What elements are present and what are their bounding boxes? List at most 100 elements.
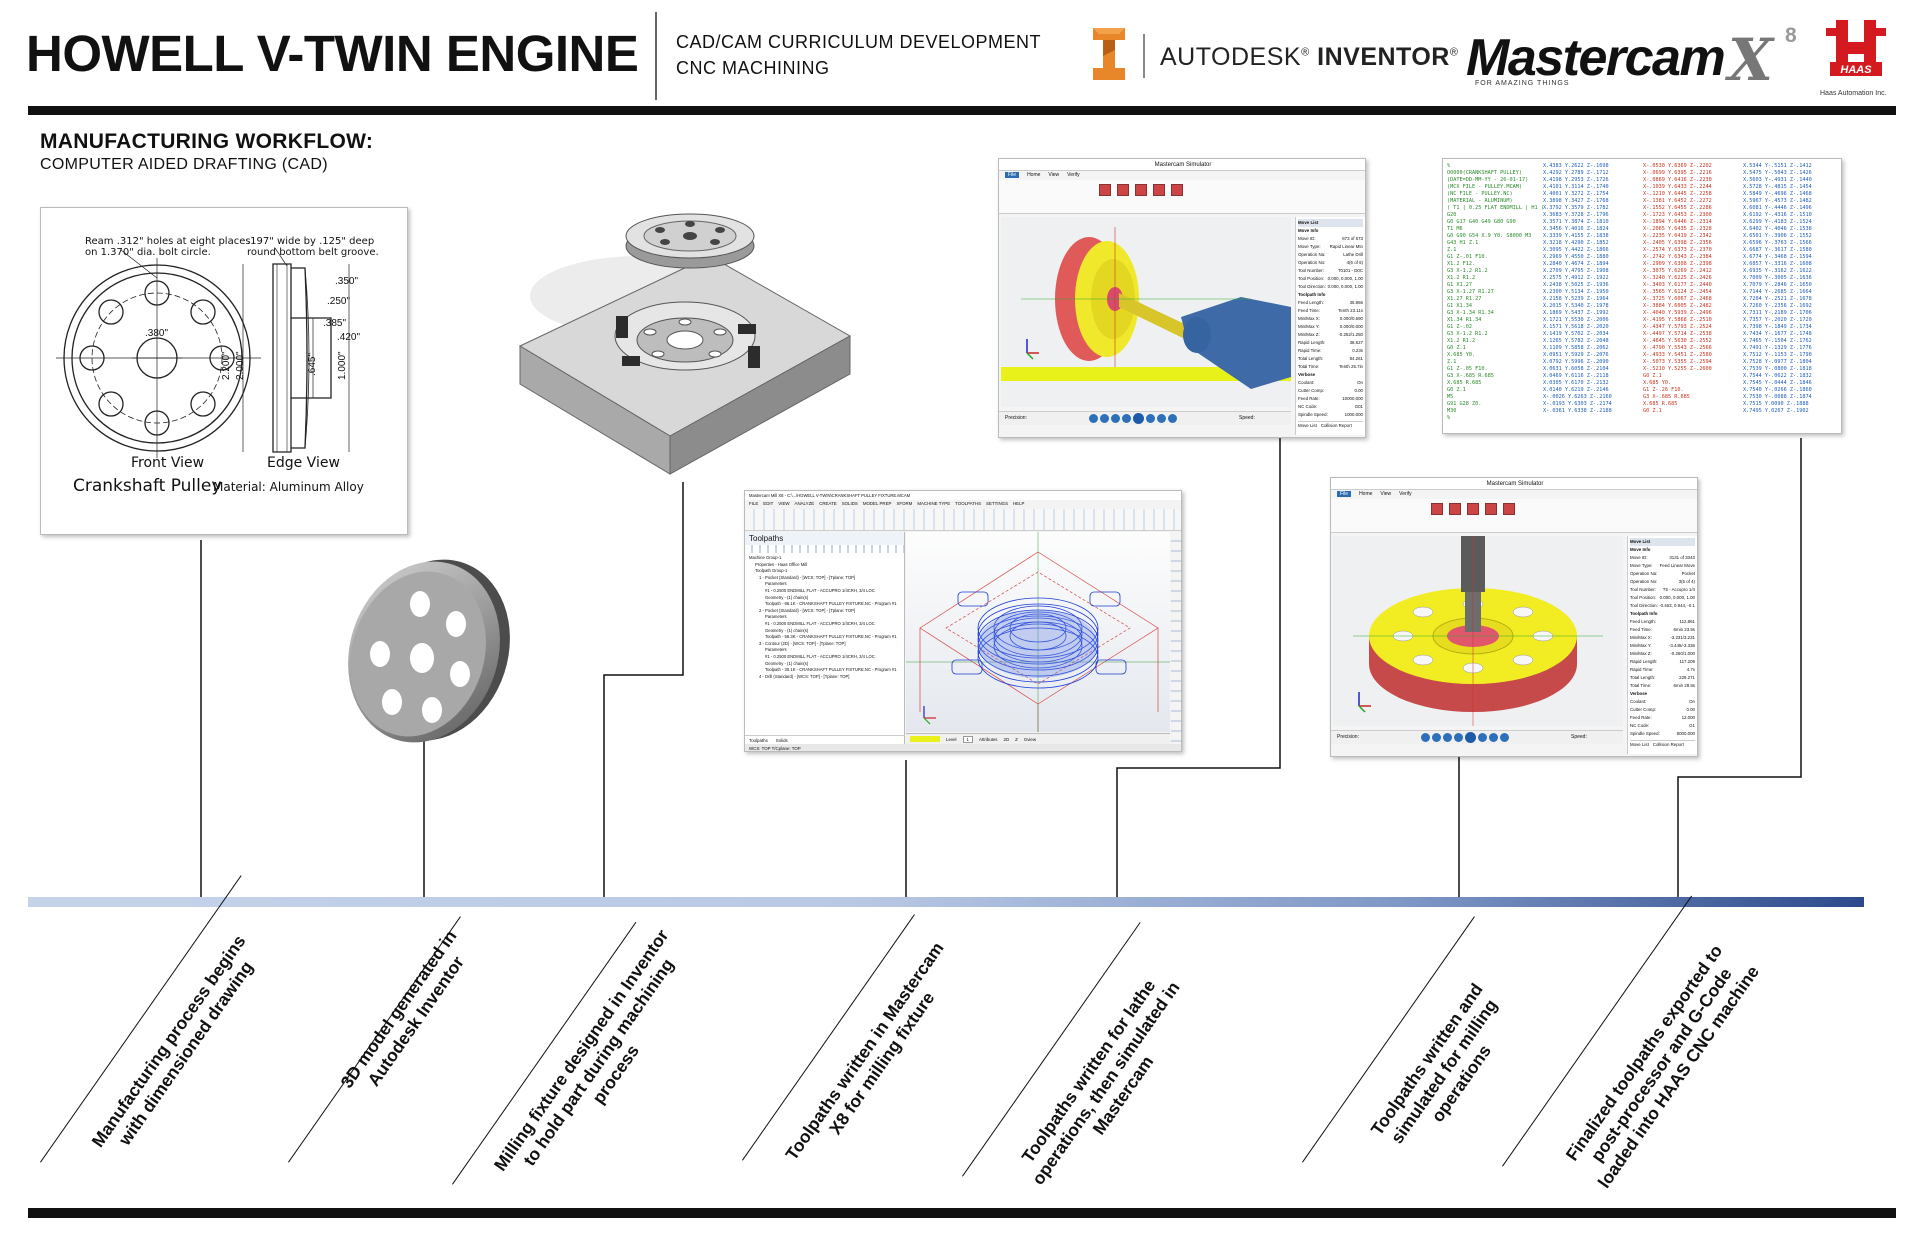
mc-menu-item[interactable]: SOLIDS	[841, 501, 858, 506]
tab-solids[interactable]: Solids	[775, 738, 788, 743]
mill-skip-back-button[interactable]	[1421, 733, 1430, 742]
lathe-toolpath-info-heading: Toolpath Info	[1298, 292, 1326, 297]
toolpath-tree-item[interactable]: 4 - Drill (Standard) - [WCS: TOP] - [Tpl…	[759, 673, 850, 679]
toolpath-tree-item[interactable]: Toolpath - 86.1K - CRANKSHAFT PULLEY FIX…	[765, 601, 897, 607]
mill-tab-file[interactable]: File	[1337, 491, 1352, 497]
mill-ribbon-btn-3[interactable]	[1467, 503, 1479, 515]
mill-step-forward-button[interactable]	[1489, 733, 1498, 742]
toolpaths-toolbar[interactable]	[745, 545, 904, 553]
mc-z-toggle[interactable]: Z	[1015, 736, 1018, 742]
mill-step-back-button[interactable]	[1432, 733, 1441, 742]
toolpath-tree-item[interactable]: 3 - Contour (2D) - [WCS: TOP] - [Tplane:…	[759, 640, 846, 646]
mc-menu-item[interactable]: MACHINE TYPE	[917, 501, 951, 506]
mc-gview-label[interactable]: Gview	[1023, 736, 1037, 742]
mill-tab-verify[interactable]: Verify	[1399, 491, 1412, 497]
lathe-tp-row: Total Time:Tenth 25.7in	[1298, 363, 1363, 371]
mill-ribbon-btn-5[interactable]	[1503, 503, 1515, 515]
dim-420: .420"	[337, 332, 361, 343]
lathe-ribbon-btn-1[interactable]	[1099, 184, 1111, 196]
mastercam-logo: Mastercam	[1466, 29, 1726, 87]
tab-file[interactable]: File	[1005, 172, 1020, 178]
lathe-ribbon-btn-3[interactable]	[1135, 184, 1147, 196]
lathe-ribbon-btn-5[interactable]	[1171, 184, 1183, 196]
toolpath-tree-item[interactable]: Toolpath - 58.3K - CRANKSHAFT PULLEY FIX…	[765, 634, 897, 640]
mill-info-row: Operation No:3(5 of 4)	[1630, 578, 1695, 586]
toolpath-tree-item[interactable]: Parameters	[765, 614, 787, 620]
tab-view[interactable]: View	[1048, 172, 1060, 178]
toolpath-tree-item[interactable]: Parameters	[765, 647, 787, 653]
mc-2d-toggle[interactable]: 2D	[1003, 736, 1010, 742]
mill-stop-button[interactable]	[1454, 733, 1463, 742]
tab-collision-report[interactable]: Collision Report	[1320, 423, 1352, 428]
mill-ribbon-btn-4[interactable]	[1485, 503, 1497, 515]
mc-color-swatch[interactable]	[910, 736, 940, 742]
mc-menu-item[interactable]: VIEW	[778, 501, 790, 506]
step-back-button[interactable]	[1100, 414, 1109, 423]
mc-toolbar[interactable]	[745, 509, 1181, 531]
toolpath-tree-item[interactable]: #1 - 0.2500 ENDMILL FLAT - ACCUPRO 1/4CR…	[765, 653, 875, 659]
toolpath-tree-item[interactable]: Machine Group-1	[749, 555, 782, 560]
mc-menu-item[interactable]: HELP	[1013, 501, 1025, 506]
tab-move-list[interactable]: Move List	[1298, 423, 1317, 428]
mc-menu-item[interactable]: CREATE	[819, 501, 837, 506]
mc-menu-item[interactable]: FILE	[749, 501, 759, 506]
lathe-info-key: Move ID:	[1298, 236, 1316, 241]
mc-attributes-label[interactable]: Attributes	[978, 736, 998, 742]
mill-tab-move-list[interactable]: Move List	[1630, 742, 1649, 747]
toolpath-tree-item[interactable]: Geometry - (1) chain(s)	[765, 660, 809, 666]
toolpath-tree-item[interactable]: #1 - 0.2500 ENDMILL FLAT - ACCUPRO 1/4CR…	[765, 620, 875, 626]
toolpath-tree-item[interactable]: 1 - Pocket (Standard) - [WCS: TOP] - [Tp…	[759, 574, 856, 580]
forward-button[interactable]	[1146, 414, 1155, 423]
toolpath-tree-item[interactable]: Geometry - (1) chain(s)	[765, 594, 809, 600]
mill-tp-row: Min/Max Y:-3.445/-3.336	[1630, 642, 1695, 650]
mc-menubar: FILE EDIT VIEW ANALYZE CREATE SOLIDS MODEL PRE…	[749, 501, 1025, 506]
mc-menu-item[interactable]: MODEL PREP	[862, 501, 892, 506]
mc-level-input[interactable]: 1	[962, 735, 973, 743]
toolpath-tree-item[interactable]: Geometry - (1) chain(s)	[765, 627, 809, 633]
mill-tab-home[interactable]: Home	[1359, 491, 1373, 497]
toolpath-tree-item[interactable]: #1 - 0.2500 ENDMILL FLAT - ACCUPRO 1/4CR…	[765, 587, 875, 593]
lathe-ribbon-btn-2[interactable]	[1117, 184, 1129, 196]
lathe-ribbon-btn-4[interactable]	[1153, 184, 1165, 196]
dim-350: .350"	[335, 276, 359, 287]
tab-home[interactable]: Home	[1027, 172, 1041, 178]
mc-graphics-area[interactable]	[906, 532, 1170, 732]
mill-rewind-button[interactable]	[1443, 733, 1452, 742]
mc-menu-item[interactable]: TOOLPATHS	[955, 501, 982, 506]
mc-menu-item[interactable]: ANALYZE	[794, 501, 815, 506]
play-button[interactable]	[1133, 413, 1144, 424]
tab-toolpaths[interactable]: Toolpaths	[749, 738, 768, 743]
toolpath-tree-item[interactable]: 2 - Pocket (Standard) - [WCS: TOP] - [Tp…	[759, 607, 856, 613]
mill-ribbon-btn-2[interactable]	[1449, 503, 1461, 515]
mill-tab-view[interactable]: View	[1380, 491, 1392, 497]
mill-tp-value: -3.231/3.231	[1670, 635, 1695, 640]
mill-verbose-heading: Verbose	[1630, 691, 1648, 696]
mill-ribbon-btn-1[interactable]	[1431, 503, 1443, 515]
mill-verbose-row: Feed Rate:12.000	[1630, 714, 1695, 722]
mill-skip-forward-button[interactable]	[1500, 733, 1509, 742]
skip-forward-button[interactable]	[1168, 414, 1177, 423]
toolpath-tree-item[interactable]: Toolpath - 30.1K - CRANKSHAFT PULLEY FIX…	[765, 667, 897, 673]
stop-button[interactable]	[1122, 414, 1131, 423]
step-forward-button[interactable]	[1157, 414, 1166, 423]
toolpath-tree-item[interactable]: Toolpath Group-1	[755, 568, 788, 574]
section-subtitle: COMPUTER AIDED DRAFTING (CAD)	[40, 156, 328, 173]
mc-menu-item[interactable]: EDIT	[763, 501, 774, 506]
toolpath-tree-item[interactable]: Parameters	[765, 581, 787, 587]
rewind-button[interactable]	[1111, 414, 1120, 423]
mc-menu-item[interactable]: XFORM	[896, 501, 913, 506]
toolpath-tree-item[interactable]: Properties - Haas Office Mill	[755, 561, 808, 567]
mc-right-toolbar[interactable]	[1171, 532, 1181, 744]
mill-tab-collision-report[interactable]: Collision Report	[1652, 742, 1684, 747]
mill-play-button[interactable]	[1465, 732, 1476, 743]
mill-forward-button[interactable]	[1478, 733, 1487, 742]
mc-manager-tabs: Toolpaths Solids	[745, 735, 905, 744]
header-subtitle-line2: CNC MACHINING	[676, 58, 830, 78]
lathe-verbose-value: 10000.000	[1342, 396, 1363, 401]
skip-back-button[interactable]	[1089, 414, 1098, 423]
mill-info-key: Operation No:	[1630, 579, 1658, 584]
tab-verify[interactable]: Verify	[1067, 172, 1080, 178]
lathe-info-value: Lathe Drill	[1343, 252, 1363, 257]
mc-menu-item[interactable]: SETTINGS	[986, 501, 1009, 506]
